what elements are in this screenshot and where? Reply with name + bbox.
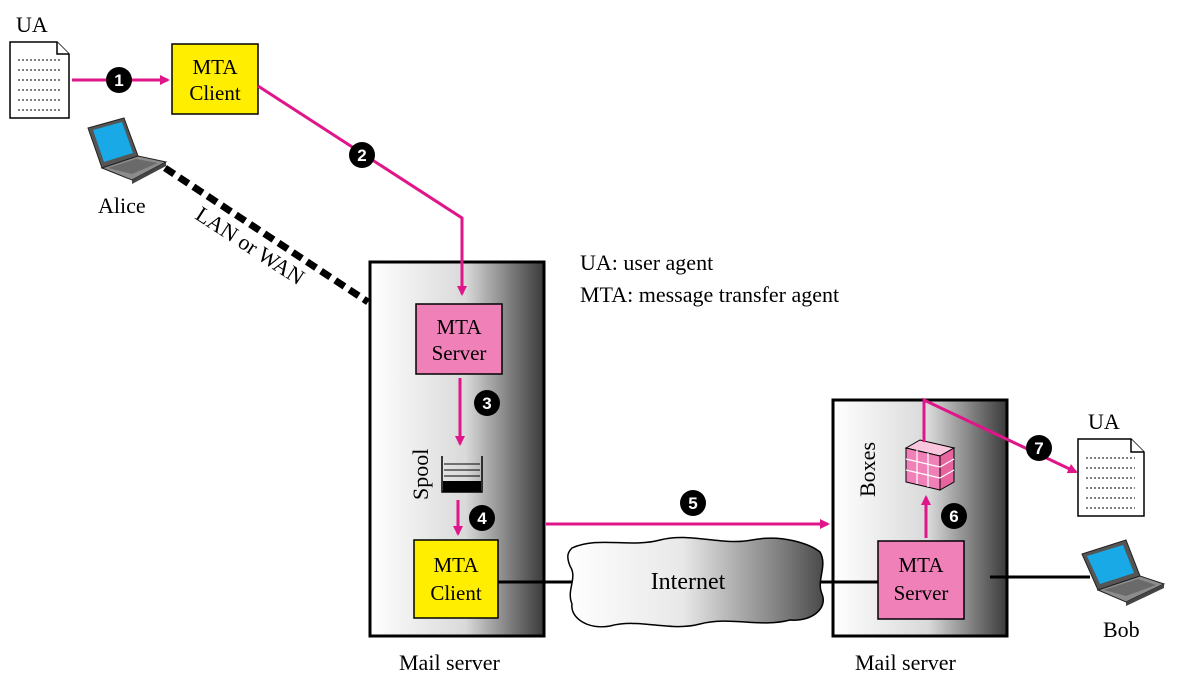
step-badge-4: 4 bbox=[469, 505, 495, 531]
cloud-icon bbox=[567, 536, 824, 628]
spool-label: Spool bbox=[408, 449, 433, 500]
step-badge-5: 5 bbox=[680, 490, 706, 516]
arrow-step-2 bbox=[257, 84, 467, 296]
mta-client-bottom: MTA Client bbox=[413, 539, 499, 619]
svg-text:5: 5 bbox=[688, 494, 697, 513]
document-icon bbox=[1077, 438, 1145, 517]
bob-label: Bob bbox=[1103, 617, 1140, 642]
mail-server-left-label: Mail server bbox=[399, 650, 500, 675]
mail-server-right-label: Mail server bbox=[855, 650, 956, 675]
step-badge-3: 3 bbox=[474, 390, 500, 416]
svg-text:Server: Server bbox=[432, 341, 487, 365]
mta-client-top: MTA Client bbox=[171, 43, 259, 115]
step-badge-2: 2 bbox=[349, 142, 375, 168]
legend-ua: UA: user agent bbox=[580, 250, 713, 275]
ua-right-label: UA bbox=[1088, 409, 1120, 434]
svg-text:4: 4 bbox=[477, 509, 487, 528]
document-icon bbox=[9, 41, 70, 119]
svg-text:MTA: MTA bbox=[193, 55, 239, 79]
svg-text:3: 3 bbox=[482, 394, 491, 413]
ua-left-label: UA bbox=[16, 12, 48, 37]
svg-text:Client: Client bbox=[430, 581, 481, 605]
svg-text:MTA: MTA bbox=[899, 553, 945, 577]
svg-text:1: 1 bbox=[114, 71, 123, 90]
arrow-step-7 bbox=[922, 397, 1078, 474]
svg-text:Server: Server bbox=[894, 581, 949, 605]
step-badge-1: 1 bbox=[106, 67, 132, 93]
internet-label: Internet bbox=[651, 569, 726, 595]
legend-mta: MTA: message transfer agent bbox=[580, 282, 839, 307]
svg-text:7: 7 bbox=[1034, 439, 1043, 458]
step-badge-6: 6 bbox=[941, 503, 967, 529]
message-flow-arrows bbox=[72, 75, 1078, 538]
laptop-icon bbox=[1081, 539, 1166, 606]
mailbox-grid-icon bbox=[904, 439, 956, 491]
svg-text:Client: Client bbox=[189, 81, 240, 105]
step-badge-7: 7 bbox=[1026, 435, 1052, 461]
lan-wan-label: LAN or WAN bbox=[191, 201, 309, 290]
boxes-label: Boxes bbox=[855, 442, 880, 497]
mta-server-left: MTA Server bbox=[415, 303, 503, 375]
svg-text:MTA: MTA bbox=[434, 553, 480, 577]
alice-label: Alice bbox=[98, 193, 146, 218]
mta-server-right: MTA Server bbox=[877, 540, 965, 620]
svg-text:MTA: MTA bbox=[437, 315, 483, 339]
laptop-icon bbox=[87, 117, 168, 184]
svg-text:6: 6 bbox=[949, 507, 958, 526]
spool-queue-icon bbox=[441, 456, 483, 493]
lan-wan-link bbox=[163, 165, 370, 305]
svg-text:2: 2 bbox=[357, 146, 366, 165]
